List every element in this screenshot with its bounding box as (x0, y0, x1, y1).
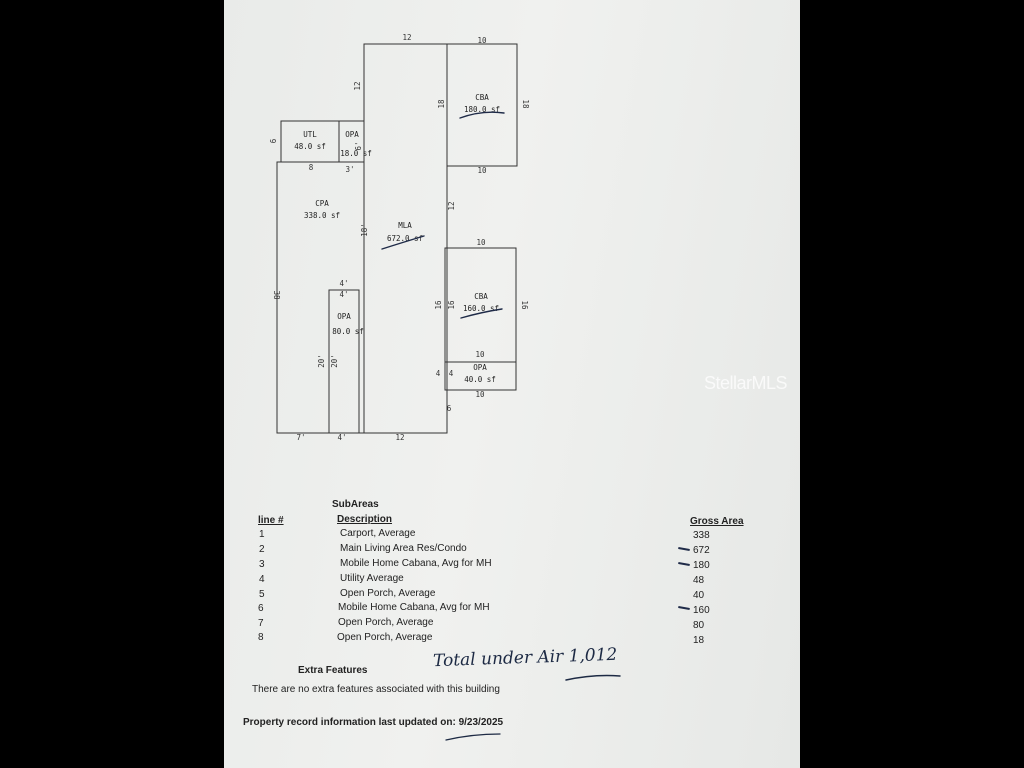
dim-label: 18 (437, 99, 446, 109)
opa-small-area: 18.0 sf (340, 149, 372, 158)
row-line: 2 (259, 544, 265, 555)
row-gross: 180 (693, 560, 710, 571)
date-underline (445, 733, 501, 741)
row-description: Utility Average (340, 573, 404, 584)
row-gross: 672 (693, 545, 710, 556)
extra-features-title: Extra Features (298, 665, 368, 676)
row-description: Mobile Home Cabana, Avg for MH (340, 558, 492, 569)
dim-label: 10 (476, 238, 486, 247)
dim-label: 18 (521, 99, 530, 109)
underline-mark (381, 235, 425, 250)
dim-label: 4 (449, 369, 454, 378)
row-line: 3 (259, 559, 265, 570)
dim-label: 12 (402, 33, 411, 42)
cba-top-area: 180.0 sf (464, 105, 500, 114)
row-line: 8 (258, 632, 264, 643)
row-description: Open Porch, Average (338, 617, 434, 628)
check-mark (677, 605, 691, 611)
last-updated: Property record information last updated… (243, 717, 504, 728)
opa-40-outline (444, 361, 517, 391)
opa-80-code: OPA (337, 312, 351, 321)
dim-label: 38 (272, 290, 281, 300)
dim-label: 4' (337, 433, 346, 442)
dim-label: 4' (339, 290, 348, 299)
dim-label: 20' (330, 354, 339, 368)
dim-label: 12 (447, 201, 456, 210)
row-description: Main Living Area Res/Condo (340, 543, 467, 554)
dim-label: 18' (360, 223, 369, 237)
col-header-line: line # (258, 515, 284, 526)
dim-label: 4' (339, 279, 348, 288)
dim-label: 10 (477, 166, 487, 175)
utl-code: UTL (303, 130, 317, 139)
dim-label: 7' (296, 433, 305, 442)
cpa-code: CPA (315, 199, 329, 208)
row-line: 5 (259, 589, 265, 600)
row-line: 1 (259, 529, 265, 540)
underline-mark (460, 308, 503, 319)
dim-label: 20' (317, 354, 326, 368)
mla-area: 672.0 sf (387, 234, 423, 243)
dim-label: 10 (475, 390, 485, 399)
subareas-title: SubAreas (332, 499, 379, 510)
row-description: Open Porch, Average (340, 588, 436, 599)
dim-label: 6 (269, 138, 278, 143)
row-gross: 80 (693, 620, 705, 631)
cpa-outline (276, 161, 365, 434)
check-mark (677, 546, 691, 552)
dim-label: 12 (353, 81, 362, 90)
row-gross: 160 (693, 605, 710, 616)
row-line: 4 (259, 574, 265, 585)
cba-top-outline (446, 43, 518, 167)
dim-label: 16 (447, 300, 456, 310)
opa-40-code: OPA (473, 363, 487, 372)
cba-top-code: CBA (475, 93, 489, 102)
watermark: StellarMLS (704, 373, 788, 393)
row-line: 6 (258, 603, 264, 614)
document-page: CBA 180.0 sf UTL 48.0 sf OPA 18.0 sf CPA… (224, 0, 800, 768)
row-description: Mobile Home Cabana, Avg for MH (338, 602, 490, 613)
utl-area: 48.0 sf (294, 142, 326, 151)
cpa-area: 338.0 sf (304, 211, 340, 220)
mla-code: MLA (398, 221, 412, 230)
row-gross: 338 (693, 530, 710, 541)
row-gross: 40 (693, 590, 705, 601)
underline-mark (459, 111, 505, 119)
dim-label: 16 (434, 300, 443, 310)
opa-small-code: OPA (345, 130, 359, 139)
row-description: Open Porch, Average (337, 632, 433, 643)
dim-label: 12 (395, 433, 404, 442)
check-mark (677, 561, 691, 567)
col-header-description: Description (337, 514, 393, 525)
dim-label: 3' (345, 165, 354, 174)
dim-label: 8 (309, 163, 314, 172)
opa-80-area: 80.0 sf (332, 327, 364, 336)
col-header-gross: Gross Area (690, 516, 744, 527)
row-description: Carport, Average (340, 528, 416, 539)
cba-mid-area: 160.0 sf (463, 304, 499, 313)
opa-40-area: 40.0 sf (464, 375, 496, 384)
dim-label: 10 (475, 350, 485, 359)
building-sketch: CBA 180.0 sf UTL 48.0 sf OPA 18.0 sf CPA… (269, 33, 530, 442)
row-gross: 18 (693, 635, 705, 646)
dim-label: 6' (354, 141, 363, 150)
dim-label: 6 (447, 404, 452, 413)
dim-label: 4 (436, 369, 441, 378)
handwritten-total: Total under Air 1,012 (432, 644, 618, 672)
extra-features-text: There are no extra features associated w… (252, 684, 500, 695)
opa-80-outline (328, 289, 360, 434)
dim-label: 16 (520, 300, 529, 310)
total-underline (565, 674, 621, 681)
row-gross: 48 (693, 575, 705, 586)
row-line: 7 (258, 618, 264, 629)
dim-label: 10 (477, 36, 487, 45)
cba-mid-code: CBA (474, 292, 488, 301)
